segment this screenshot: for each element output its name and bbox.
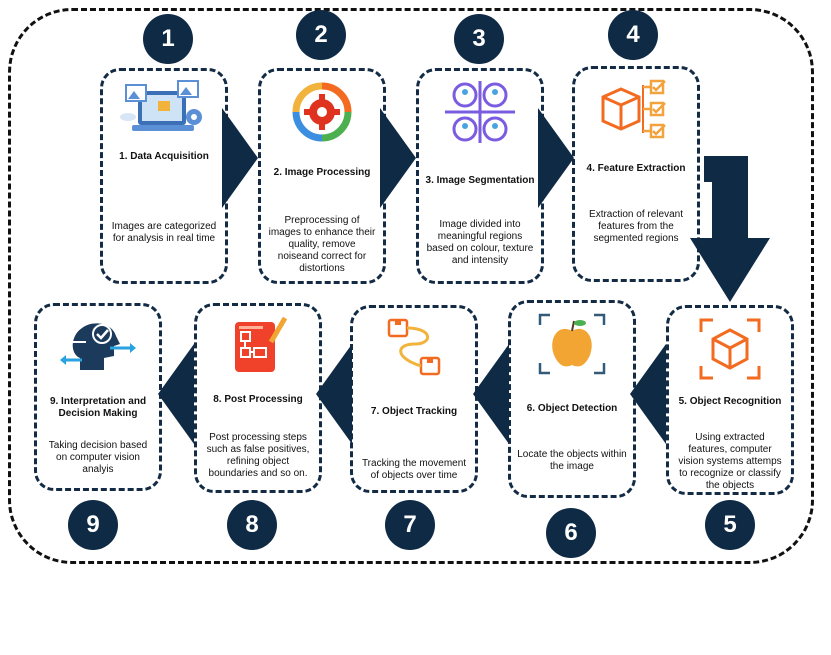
step-title: 3. Image Segmentation — [425, 175, 535, 186]
step-title: 1. Data Acquisition — [119, 151, 209, 162]
step-number-badge-2: 2 — [296, 10, 346, 60]
step-title: 9. Interpretation and Decision Making — [49, 396, 147, 419]
head-decision-icon — [37, 312, 159, 382]
step-title: 5. Object Recognition — [678, 396, 782, 407]
arrow-8-to-9 — [158, 344, 194, 444]
step-number-badge-7: 7 — [385, 500, 435, 550]
step-title: 7. Object Tracking — [370, 406, 458, 417]
step-card-1: 1. Data Acquisition Images are categoriz… — [100, 68, 228, 284]
step-card-9: 9. Interpretation and Decision Making Ta… — [34, 303, 162, 491]
network-people-icon — [419, 77, 541, 147]
process-boundary — [8, 8, 814, 564]
step-number-badge-6: 6 — [546, 508, 596, 558]
step-card-5: 5. Object Recognition Using extracted fe… — [666, 305, 794, 495]
arrow-4-to-5 — [690, 156, 770, 302]
laptop-images-icon — [103, 77, 225, 147]
step-number-badge-3: 3 — [454, 14, 504, 64]
cube-frame-icon — [669, 314, 791, 384]
step-desc: Post processing steps such as false posi… — [206, 432, 310, 479]
step-desc: Extraction of relevant features from the… — [589, 209, 683, 244]
step-card-7: 7. Object Tracking Tracking the movement… — [350, 305, 478, 493]
arrow-6-to-7 — [473, 344, 509, 444]
arrow-5-to-6 — [630, 344, 666, 444]
apple-frame-icon — [511, 309, 633, 379]
step-card-2: 2. Image Processing Preprocessing of ima… — [258, 68, 386, 284]
step-desc: Images are categorized for analysis in r… — [111, 221, 217, 244]
box-checklist-icon — [575, 75, 697, 145]
arrow-1-to-2 — [222, 108, 258, 208]
arrow-7-to-8 — [316, 344, 352, 444]
step-number-badge-4: 4 — [608, 10, 658, 60]
gear-cycle-icon — [261, 77, 383, 147]
step-title: 8. Post Processing — [213, 394, 303, 405]
step-desc: Locate the objects within the image — [517, 449, 627, 472]
edit-board-icon — [197, 312, 319, 382]
step-desc: Using extracted features, computer visio… — [678, 432, 782, 491]
step-title: 4. Feature Extraction — [586, 163, 686, 174]
step-number-badge-8: 8 — [227, 500, 277, 550]
step-number-badge-9: 9 — [68, 500, 118, 550]
boxes-path-icon — [353, 314, 475, 384]
step-desc: Image divided into meaningful regions ba… — [426, 219, 534, 266]
step-desc: Tracking the movement of objects over ti… — [361, 458, 467, 481]
step-title: 6. Object Detection — [526, 403, 618, 414]
arrow-3-to-4 — [538, 108, 574, 208]
step-desc: Taking decision based on computer vision… — [48, 440, 148, 475]
step-card-3: 3. Image Segmentation Image divided into… — [416, 68, 544, 284]
step-number-badge-1: 1 — [143, 14, 193, 64]
step-desc: Preprocessing of images to enhance their… — [268, 215, 376, 274]
arrow-2-to-3 — [380, 108, 416, 208]
step-number-badge-5: 5 — [705, 500, 755, 550]
step-card-4: 4. Feature Extraction Extraction of rele… — [572, 66, 700, 282]
step-card-8: 8. Post Processing Post processing steps… — [194, 303, 322, 493]
step-title: 2. Image Processing — [273, 167, 371, 178]
step-card-6: 6. Object Detection Locate the objects w… — [508, 300, 636, 498]
